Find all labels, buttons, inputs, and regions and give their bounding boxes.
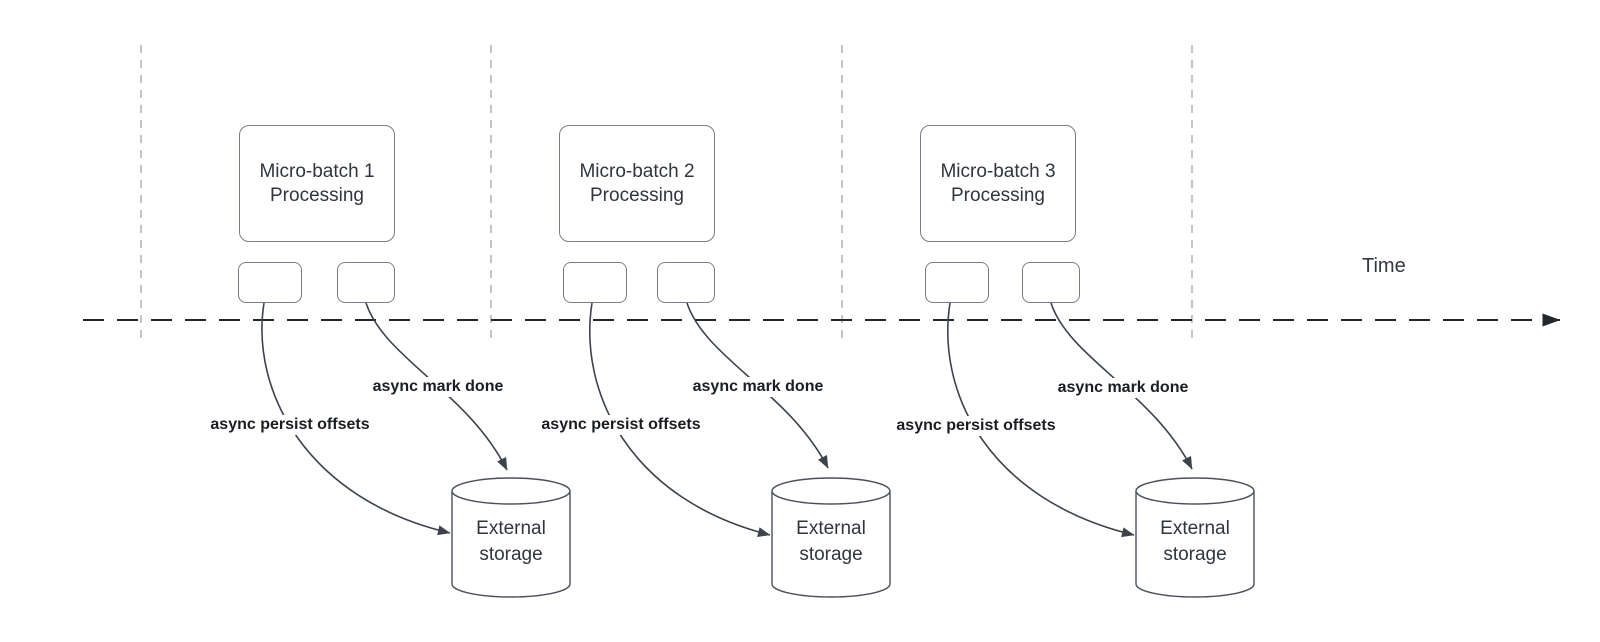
persist-offsets-label: async persist offsets bbox=[537, 415, 705, 435]
persist-offsets-task-box bbox=[238, 262, 302, 303]
external-storage-label: External storage bbox=[796, 518, 866, 565]
persist-offsets-arrow bbox=[261, 302, 451, 536]
external-storage-label: External storage bbox=[1160, 518, 1230, 565]
mark-done-label: async mark done bbox=[1053, 378, 1193, 398]
persist-offsets-arrow bbox=[588, 302, 771, 537]
micro-batch-box: Micro-batch 2 Processing bbox=[559, 125, 715, 242]
persist-offsets-task-box bbox=[925, 262, 989, 303]
micro-batch-box: Micro-batch 3 Processing bbox=[920, 125, 1076, 242]
micro-batch-box-label: Micro-batch 2 Processing bbox=[579, 160, 695, 206]
mark-done-label: async mark done bbox=[688, 377, 828, 397]
micro-batch-box-label: Micro-batch 3 Processing bbox=[940, 160, 1056, 206]
timeline-guide-lines bbox=[140, 45, 1193, 340]
time-axis-label: Time bbox=[1362, 255, 1406, 277]
mark-done-task-box bbox=[657, 262, 715, 303]
persist-offsets-arrow bbox=[947, 302, 1135, 538]
mark-done-task-box bbox=[337, 262, 395, 303]
mark-done-label: async mark done bbox=[368, 377, 508, 397]
database-cylinder-icon bbox=[771, 477, 891, 598]
micro-batch-box: Micro-batch 1 Processing bbox=[239, 125, 395, 242]
persist-offsets-task-box bbox=[563, 262, 627, 303]
external-storage-label: External storage bbox=[476, 518, 546, 565]
persist-offsets-label: async persist offsets bbox=[892, 416, 1060, 436]
database-cylinder-icon bbox=[1135, 477, 1255, 598]
micro-batch-box-label: Micro-batch 1 Processing bbox=[259, 160, 375, 206]
database-cylinder-icon bbox=[451, 477, 571, 598]
persist-offsets-label: async persist offsets bbox=[206, 415, 374, 435]
mark-done-task-box bbox=[1022, 262, 1080, 303]
mark-done-arrow bbox=[1050, 302, 1193, 470]
